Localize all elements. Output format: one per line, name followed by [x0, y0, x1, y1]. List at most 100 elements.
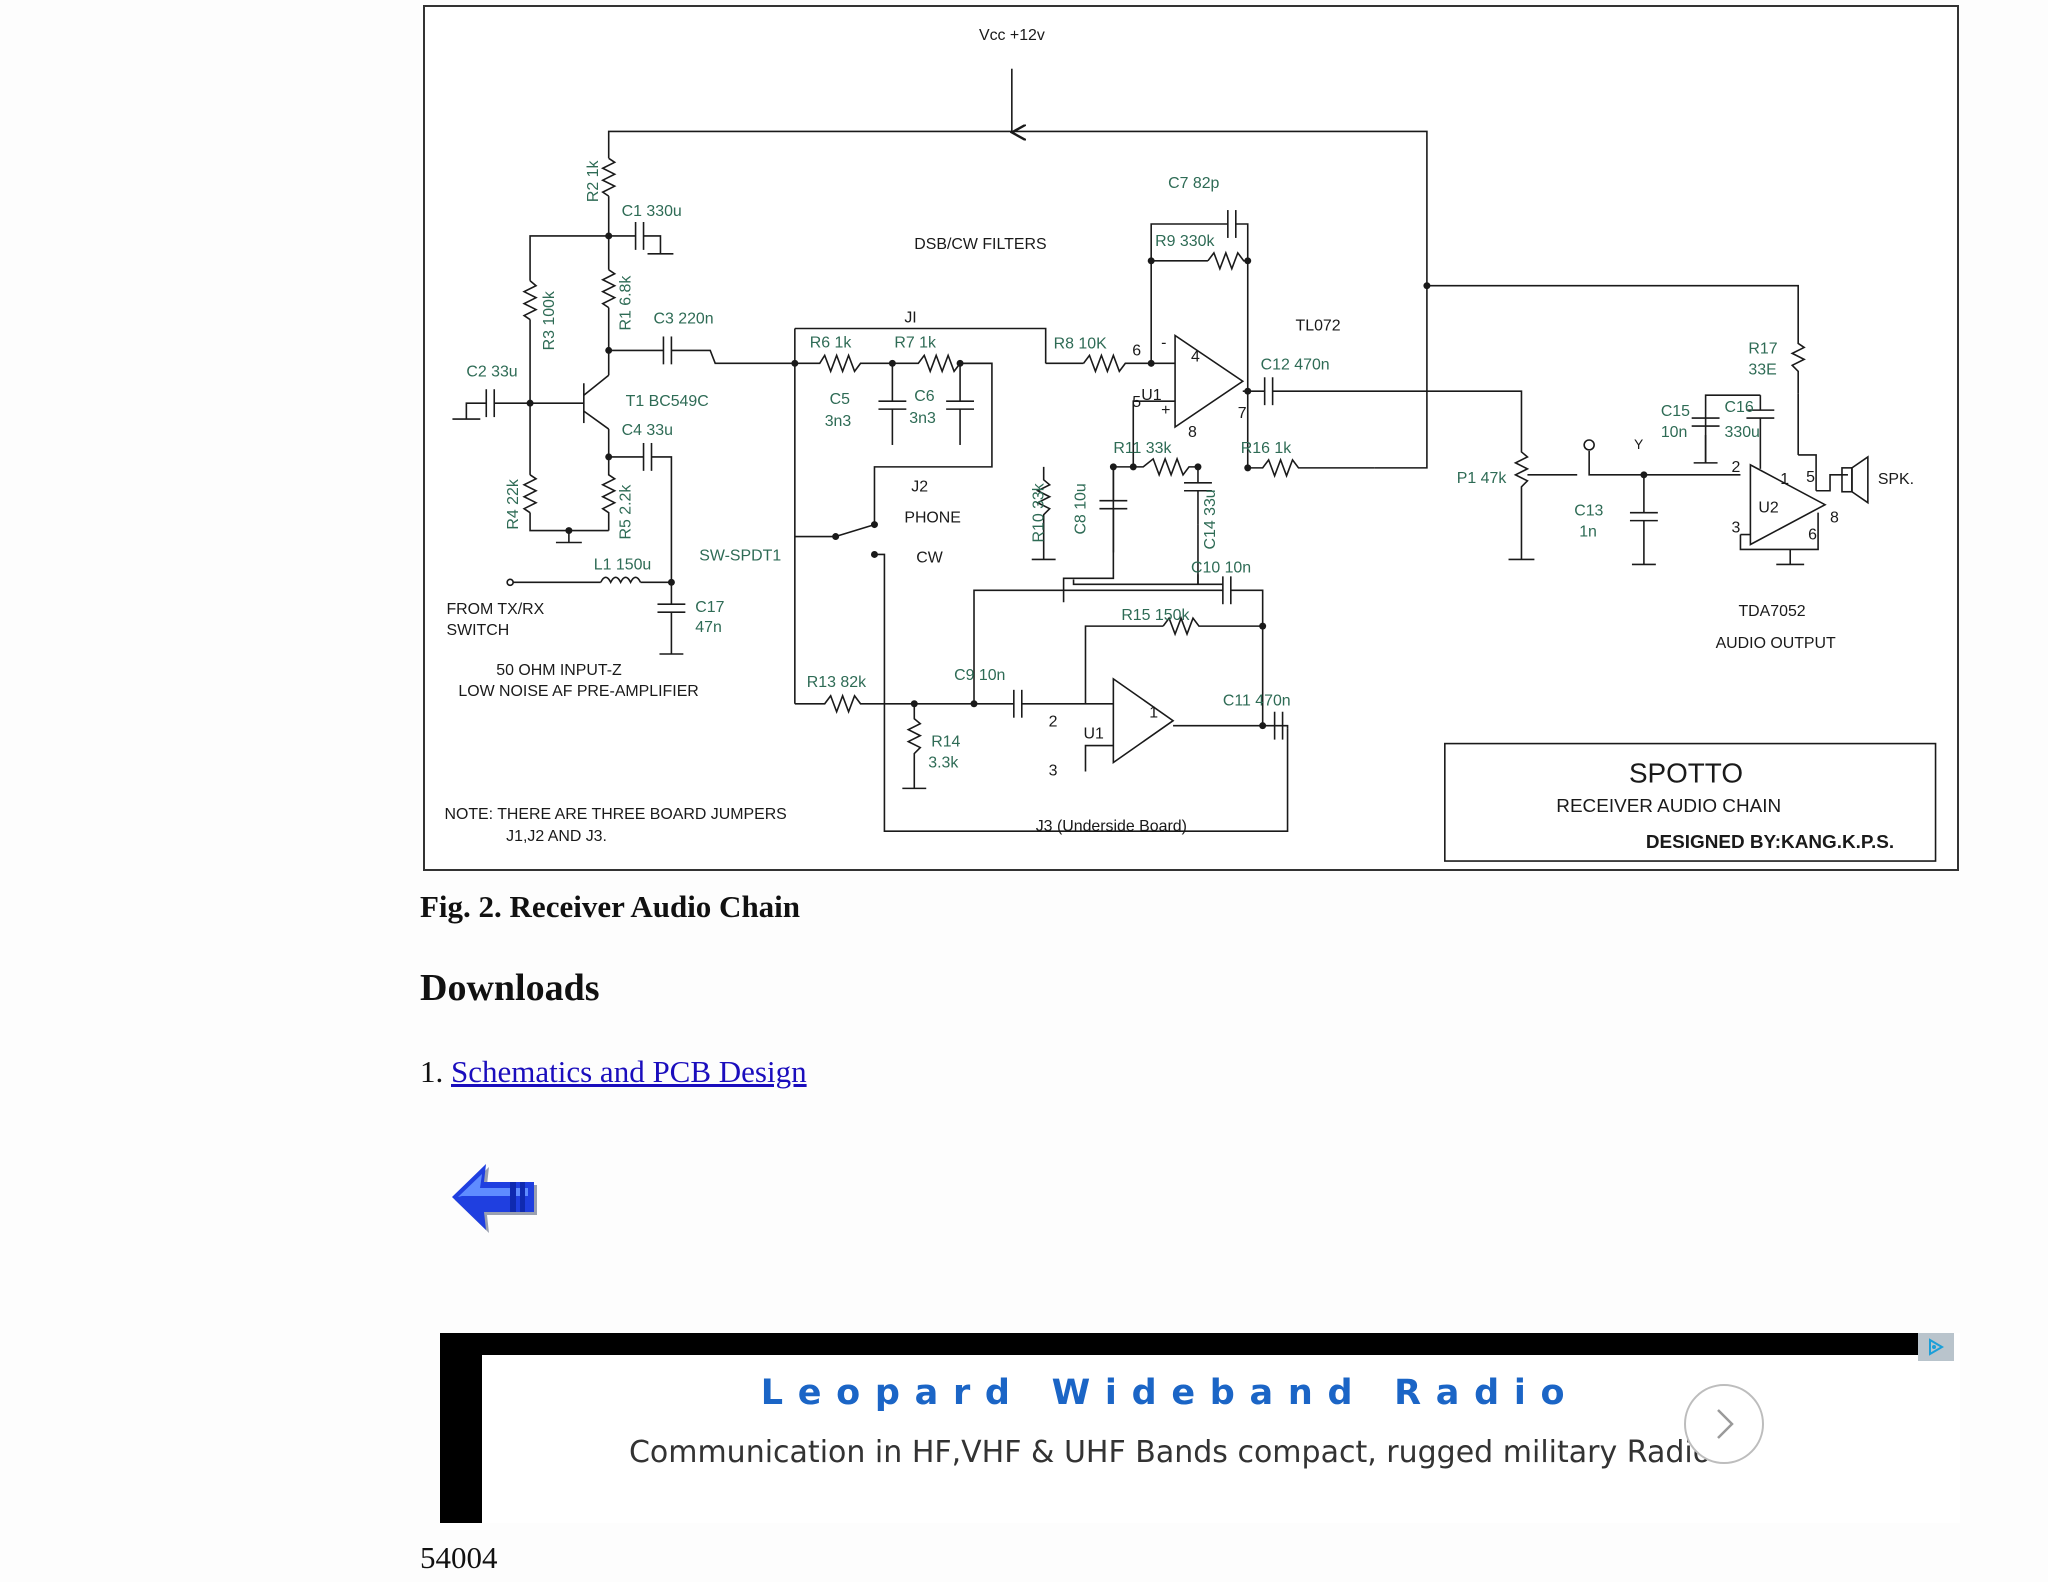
note-label-1: NOTE: THERE ARE THREE BOARD JUMPERS	[444, 806, 786, 823]
download-list-item: 1. Schematics and PCB Design	[420, 1054, 807, 1090]
r17-label-1: R17	[1748, 340, 1777, 357]
r8-label: R8 10K	[1054, 335, 1107, 352]
title-box-subtitle: RECEIVER AUDIO CHAIN	[1556, 796, 1781, 817]
download-item-number: 1.	[420, 1054, 444, 1089]
u2-pin-5: 5	[1806, 469, 1815, 486]
pin-1: 1	[1149, 705, 1158, 722]
r3-label: R3 100k	[541, 291, 558, 350]
pin-3: 3	[1049, 762, 1058, 779]
u2-label: U2	[1758, 500, 1778, 517]
t1-label: T1 BC549C	[626, 393, 709, 410]
r13-label: R13 82k	[807, 674, 866, 691]
c1-label: C1 330u	[622, 203, 682, 220]
title-box	[1444, 742, 1937, 862]
receiver-audio-chain-schematic: Vcc +12v DSB/CW FILTERS JI J2 J3 (Unders…	[444, 27, 1937, 862]
ad-left-bar	[440, 1333, 482, 1523]
from-label-1: FROM TX/RX	[446, 601, 544, 618]
r15-label: R15 150k	[1121, 607, 1189, 624]
y-marker-label: Y	[1634, 436, 1643, 452]
c16-label-2: 330u	[1725, 424, 1760, 441]
c17-label-1: C17	[695, 599, 724, 616]
ad-top-bar	[440, 1333, 1920, 1355]
preamp-label-2: LOW NOISE AF PRE-AMPLIFIER	[458, 683, 698, 700]
pin-4: 4	[1191, 348, 1200, 365]
c7-label: C7 82p	[1168, 175, 1219, 192]
r7-label: R7 1k	[894, 334, 936, 351]
ad-next-button[interactable]	[1684, 1384, 1764, 1464]
tda-label: TDA7052	[1738, 603, 1805, 620]
p1-label: P1 47k	[1457, 470, 1507, 487]
c6-label-2: 3n3	[909, 410, 936, 427]
ad-choices-icon[interactable]	[1918, 1333, 1954, 1361]
page-counter: 54004	[420, 1540, 498, 1575]
ad-banner[interactable]: Leopard Wideband Radio Communication in …	[440, 1333, 1960, 1523]
u2-pin-3: 3	[1731, 520, 1740, 537]
c15-label-1: C15	[1661, 403, 1690, 420]
j3-label: J3 (Underside Board)	[1036, 818, 1187, 835]
c5-label-2: 3n3	[825, 413, 852, 430]
u1a-minus: -	[1161, 334, 1166, 351]
c5-label-1: C5	[830, 391, 850, 408]
r14-label-2: 3.3k	[928, 754, 958, 771]
from-label-2: SWITCH	[446, 622, 509, 639]
tl072-label: TL072	[1296, 317, 1341, 334]
pin-8: 8	[1188, 424, 1197, 441]
r17-label-2: 33E	[1748, 361, 1776, 378]
c6-label-1: C6	[914, 388, 934, 405]
back-arrow-icon[interactable]	[448, 1158, 538, 1236]
r9-label: R9 330k	[1155, 233, 1214, 250]
c17-label-2: 47n	[695, 619, 722, 636]
vcc-label: Vcc +12v	[979, 27, 1045, 44]
c14-label: C14 33u	[1202, 489, 1219, 549]
speaker-label: SPK.	[1878, 471, 1914, 488]
c13-label-1: C13	[1574, 503, 1603, 520]
c12-label: C12 470n	[1261, 356, 1330, 373]
schematic-wires	[452, 68, 1869, 832]
r14-label-1: R14	[931, 734, 960, 751]
u1a-plus: +	[1161, 402, 1170, 419]
r1-label: R1 6.8k	[618, 276, 635, 331]
component-labels: R2 1k C1 330u R3 100k R1 6.8k C3 220n C2…	[466, 160, 1777, 771]
r2-label: R2 1k	[585, 160, 602, 202]
c10-label: C10 10n	[1191, 559, 1251, 576]
c13-label-2: 1n	[1579, 524, 1597, 541]
ad-title[interactable]: Leopard Wideband Radio	[760, 1373, 1580, 1413]
u1b-label: U1	[1083, 726, 1103, 743]
j1-label: JI	[904, 310, 916, 327]
preamp-label-1: 50 OHM INPUT-Z	[496, 662, 622, 679]
chevron-right-icon	[1717, 1409, 1734, 1439]
c4-label: C4 33u	[622, 422, 673, 439]
r10-label: R10 33k	[1031, 483, 1048, 542]
u1a-label: U1	[1141, 387, 1161, 404]
r16-label: R16 1k	[1241, 440, 1291, 457]
pin-2: 2	[1049, 714, 1058, 731]
downloads-heading: Downloads	[420, 967, 600, 1009]
cw-label: CW	[916, 549, 943, 566]
r4-label: R4 22k	[505, 479, 522, 529]
c2-label: C2 33u	[466, 363, 517, 380]
r5-label: R5 2.2k	[618, 485, 635, 540]
u2-pin-6: 6	[1808, 527, 1817, 544]
pin-5: 5	[1132, 394, 1141, 411]
title-box-designer: DESIGNED BY:KANG.K.P.S.	[1646, 832, 1894, 853]
filters-label: DSB/CW FILTERS	[914, 236, 1046, 253]
j2-label: J2	[911, 479, 928, 496]
c11-label: C11 470n	[1223, 693, 1291, 710]
r6-label: R6 1k	[810, 334, 852, 351]
c16-label-1: C16	[1725, 399, 1754, 416]
c8-label: C8 10u	[1072, 483, 1089, 534]
figure-caption: Fig. 2. Receiver Audio Chain	[420, 889, 801, 924]
schematic-labels: Vcc +12v DSB/CW FILTERS JI J2 J3 (Unders…	[444, 27, 1914, 845]
u2-pin-1: 1	[1780, 471, 1789, 488]
c15-label-2: 10n	[1661, 424, 1688, 441]
schematics-download-link[interactable]: Schematics and PCB Design	[451, 1054, 807, 1089]
u2-pin-8: 8	[1830, 510, 1839, 527]
u2-pin-2: 2	[1731, 459, 1740, 476]
switch-label: SW-SPDT1	[699, 547, 781, 564]
schematic-image: Vcc +12v DSB/CW FILTERS JI J2 J3 (Unders…	[423, 5, 1959, 871]
schematic-junctions	[526, 232, 1648, 730]
ad-description[interactable]: Communication in HF,VHF & UHF Bands comp…	[628, 1435, 1712, 1470]
r11-label: R11 33k	[1113, 440, 1171, 457]
audio-output-label: AUDIO OUTPUT	[1716, 635, 1836, 652]
pin-7: 7	[1238, 405, 1247, 422]
